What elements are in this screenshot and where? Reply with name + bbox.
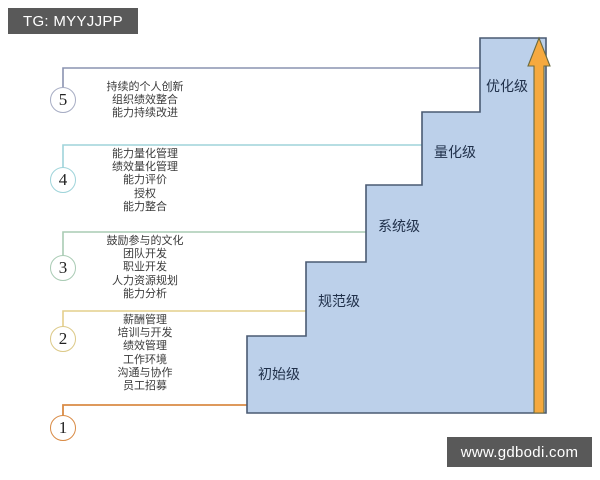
step-label-managed: 规范级 [318,294,360,310]
practice-item: 组织绩效整合 [112,93,178,107]
watermark-badge: www.gdbodi.com [447,437,592,467]
practice-list-level-3: 鼓励参与的文化团队开发职业开发人力资源规划能力分析 [80,234,210,300]
connector-line-1 [62,404,247,428]
practice-item: 授权 [134,186,156,200]
tg-badge: TG: MYYJJPP [8,8,138,34]
practice-item: 人力资源规划 [112,273,178,287]
practice-item: 工作环境 [123,352,167,366]
level-circle-4[interactable]: 4 [50,167,76,193]
practice-item: 沟通与协作 [117,365,173,379]
practice-item: 薪酬管理 [123,313,167,326]
practice-item: 员工招募 [123,379,167,393]
practice-item: 鼓励参与的文化 [106,234,184,247]
step-label-optimizing: 优化级 [486,79,528,95]
step-label-defined: 系统级 [378,219,420,235]
progress-arrow-icon [527,36,551,414]
practice-item: 职业开发 [123,260,167,274]
practice-item: 培训与开发 [117,326,173,340]
step-label-initial: 初始级 [258,367,300,383]
practice-item: 持续的个人创新 [106,80,184,93]
practice-item: 团队开发 [123,247,167,261]
practice-list-level-2: 薪酬管理培训与开发绩效管理工作环境沟通与协作员工招募 [80,313,210,392]
practice-item: 能力持续改进 [112,106,178,120]
level-circle-2[interactable]: 2 [50,326,76,352]
level-circle-5[interactable]: 5 [50,87,76,113]
practice-item: 能力量化管理 [112,147,178,160]
level-circle-1[interactable]: 1 [50,415,76,441]
step-label-quantified: 量化级 [434,145,476,161]
staircase-shape [246,37,547,414]
practice-list-level-4: 能力量化管理绩效量化管理能力评价授权能力整合 [85,147,205,213]
practice-item: 能力评价 [123,173,167,187]
level-circle-3[interactable]: 3 [50,255,76,281]
practice-item: 绩效管理 [123,339,167,353]
practice-list-level-5: 持续的个人创新组织绩效整合能力持续改进 [85,80,205,120]
practice-item: 能力整合 [123,199,167,213]
practice-item: 能力分析 [123,286,167,300]
practice-item: 绩效量化管理 [112,160,178,174]
